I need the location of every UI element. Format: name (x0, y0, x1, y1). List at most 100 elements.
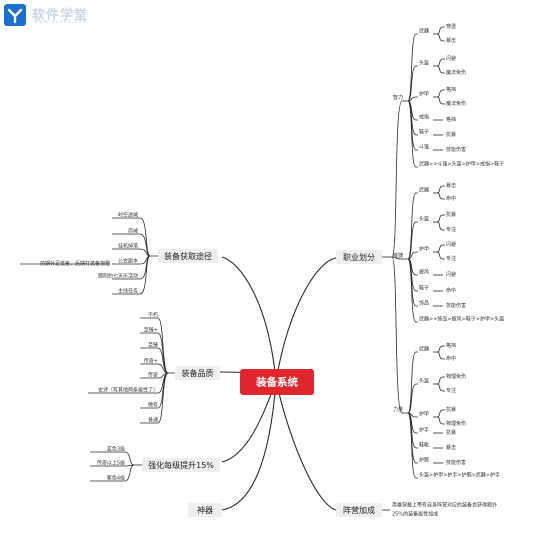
career-branch-box (336, 250, 382, 264)
upgrade-item-0: 蓝色3级 (107, 446, 125, 453)
acquire-branch-box (158, 249, 218, 263)
career-0-part-0-stat-link-1 (436, 33, 445, 42)
artifact-branch-box (188, 503, 222, 517)
career-0-part-link-1 (407, 65, 418, 102)
career-1-part-3-stat-0: 闪避 (446, 271, 456, 278)
career-1-part-1-stat-0: 抗暴 (446, 211, 456, 218)
career-0-part-5-stat-0: 技能伤害 (446, 146, 466, 153)
career-2-part-1-stat-0: 物理免伤 (446, 373, 466, 380)
acquire-branch-label: 装备获取途径 (164, 251, 212, 261)
career-0-part-link-6 (407, 100, 418, 168)
career-2-part-2-stat-link-0 (436, 409, 445, 418)
career-2-part-4-stat-0: 暴击 (446, 444, 456, 451)
career-0-part-2-stat-1: 魔法免伤 (446, 100, 466, 107)
career-1-part-3: 披风 (419, 269, 429, 276)
logo-icon (4, 4, 26, 26)
career-branch-label: 职业划分 (343, 252, 375, 262)
quality-item-5: 史诗（有其他两条属性了） (98, 387, 158, 394)
career-2-part-0-stat-0: 格挡 (446, 342, 456, 349)
career-1-part-5: 饰品 (419, 300, 429, 307)
career-1-part-2-stat-1: 专注 (446, 255, 456, 262)
career-0-part-2-stat-0: 格挡 (446, 86, 456, 93)
upgrade-branch-box (142, 458, 220, 472)
career-1-part-2-stat-link-1 (436, 251, 445, 260)
career-2-part-5-stat-0: 技能伤害 (446, 459, 466, 466)
quality-item-0: 不朽 (148, 312, 158, 319)
career-0-part-0: 武器 (419, 28, 429, 35)
career-0-part-5: 斗篷 (419, 144, 429, 151)
quality-link-3 (140, 363, 169, 374)
career-0-part-3-stat-0: 格挡 (446, 116, 456, 123)
career-2-part-1-stat-link-1 (436, 383, 445, 392)
career-1-part-2-stat-link-0 (436, 244, 445, 253)
career-1-part-4-stat-0: 命中 (446, 287, 456, 294)
acquire-item-5: 主线任务 (118, 288, 138, 295)
acquire-note: 前期补足装备，后期打装备抱橙 (40, 260, 110, 267)
artifact-branch-label: 神器 (197, 505, 213, 515)
upgrade-link-0 (90, 451, 135, 466)
quality-item-3: 传奇+ (144, 358, 158, 365)
career-1-part-link-1 (407, 221, 418, 260)
career-0-part-3: 戒指 (419, 114, 429, 121)
career-1-part-1-stat-link-0 (436, 214, 445, 223)
career-2-part-2: 护甲 (419, 411, 429, 418)
career-2-part-2-stat-1: 物理免伤 (446, 420, 466, 427)
career-2-order: 头盔>护甲>护手>护腕>武器>护手 (419, 472, 500, 479)
quality-link-4 (140, 372, 169, 379)
upgrade-link-1 (90, 464, 135, 467)
career-2-part-0-stat-link-0 (436, 345, 445, 353)
career-2-part-0-stat-1: 命中 (446, 355, 456, 362)
career-1-part-link-2 (407, 251, 418, 260)
career-0-part-4-stat-0: 抗暴 (446, 131, 456, 138)
career-group-link-0 (391, 100, 403, 258)
career-0-part-link-2 (407, 96, 418, 102)
career-2-part-link-2 (407, 412, 418, 418)
career-1-order: 武器>>饰品>披风>鞋子>护甲>头盔 (419, 316, 504, 323)
camp-branch-label: 阵营加成 (343, 505, 375, 515)
acquire-item-2: 挂机掉落 (118, 243, 138, 250)
quality-item-6: 稀有 (148, 402, 158, 409)
career-1-part-2: 护甲 (419, 246, 429, 253)
career-2-part-1-stat-1: 专注 (446, 387, 456, 394)
career-group-label-1: 敏捷 (393, 252, 403, 259)
acquire-link-5 (112, 255, 151, 295)
acquire-link-1 (112, 233, 151, 257)
career-group-label-0: 智力 (393, 94, 403, 101)
career-1-part-0: 武器 (419, 187, 429, 194)
career-0-part-1-stat-link-0 (436, 58, 445, 67)
watermark-logo: 软件学堂 www.xue51.com (4, 4, 154, 26)
quality-branch-label: 装备品质 (182, 368, 214, 378)
career-0-part-0-stat-link-0 (436, 26, 445, 35)
career-2-part-0-stat-link-1 (436, 351, 445, 360)
career-2-part-1: 头盔 (419, 378, 429, 385)
center-node (240, 369, 314, 395)
career-2-part-link-1 (407, 383, 418, 414)
acquire-item-4: 都阳的七天乐活动 (98, 273, 138, 280)
acquire-link-2 (112, 248, 151, 257)
career-group-link-2 (391, 256, 403, 414)
career-group-label-2: 力量 (393, 406, 403, 413)
camp-note-line-1: 25%的装备属性加成 (392, 511, 438, 518)
quality-item-7: 普通 (148, 417, 158, 424)
career-group-link-1 (391, 256, 403, 260)
career-1-part-0-stat-link-0 (436, 185, 445, 194)
quality-item-4: 传奇 (148, 372, 158, 379)
career-2-part-link-6 (407, 412, 418, 479)
quality-item-2: 至臻 (148, 342, 158, 349)
curve-artifact (221, 380, 277, 511)
career-1-part-5-stat-0: 技能伤害 (446, 302, 466, 309)
career-1-part-1-stat-link-1 (436, 221, 445, 231)
career-0-part-0-stat-1: 暴击 (446, 37, 456, 44)
acquire-item-3: 公会副本 (118, 258, 138, 265)
career-1-part-link-5 (407, 258, 418, 307)
watermark-brand: 软件学堂 (32, 8, 89, 23)
career-1-part-4: 鞋子 (419, 285, 429, 292)
camp-note-line-0: 英雄穿戴上带有自身阵营对应的装备会获得额外 (392, 502, 497, 509)
career-2-part-4: 鞋靴 (419, 442, 429, 449)
quality-link-2 (140, 347, 169, 374)
career-1-part-2-stat-0: 闪避 (446, 241, 456, 248)
acquire-link-3 (112, 255, 151, 265)
career-2-part-1-stat-link-0 (436, 376, 445, 385)
career-2-part-5: 护腕 (419, 457, 429, 464)
career-0-part-1-stat-link-1 (436, 65, 445, 74)
